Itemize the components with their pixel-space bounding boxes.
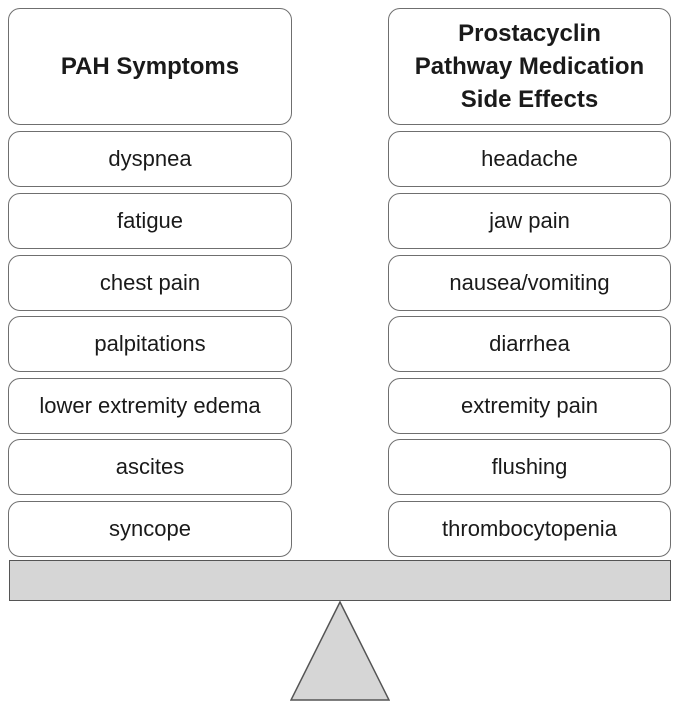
side-effects-header-line: Side Effects — [460, 86, 599, 113]
symptom-box: lower extremity edema — [8, 378, 292, 434]
side-effect-label: diarrhea — [489, 331, 570, 356]
side-effect-box: thrombocytopenia — [388, 501, 671, 557]
symptom-label: fatigue — [116, 208, 184, 233]
side-effect-label: flushing — [491, 454, 568, 479]
symptom-label: dyspnea — [108, 146, 192, 171]
side-effect-box: diarrhea — [388, 316, 671, 372]
fulcrum-shape — [290, 601, 390, 701]
side-effect-box: nausea/vomiting — [388, 255, 671, 311]
symptom-label: lower extremity edema — [39, 393, 261, 418]
side-effect-label: thrombocytopenia — [442, 516, 617, 541]
side-effect-box: extremity pain — [388, 378, 671, 434]
fulcrum-triangle — [290, 601, 390, 701]
side-effect-box: headache — [388, 131, 671, 187]
symptom-box: chest pain — [8, 255, 292, 311]
symptom-label: ascites — [115, 454, 185, 479]
symptom-box: ascites — [8, 439, 292, 495]
balance-beam — [9, 560, 671, 601]
symptom-label: chest pain — [99, 270, 201, 295]
side-effects-header: Prostacyclin Pathway Medication Side Eff… — [388, 8, 671, 125]
pah-symptoms-header-text: PAH Symptoms — [60, 53, 240, 80]
symptom-box: fatigue — [8, 193, 292, 249]
side-effect-label: headache — [481, 146, 578, 171]
side-effect-label: nausea/vomiting — [449, 270, 610, 295]
side-effect-label: jaw pain — [489, 208, 570, 233]
side-effects-header-line: Pathway Medication — [414, 53, 645, 80]
side-effect-box: flushing — [388, 439, 671, 495]
symptom-label: syncope — [109, 516, 191, 541]
symptom-label: palpitations — [94, 331, 206, 356]
symptom-box: syncope — [8, 501, 292, 557]
side-effect-label: extremity pain — [461, 393, 598, 418]
side-effect-box: jaw pain — [388, 193, 671, 249]
symptom-box: palpitations — [8, 316, 292, 372]
symptom-box: dyspnea — [8, 131, 292, 187]
pah-symptoms-header: PAH Symptoms — [8, 8, 292, 125]
side-effects-header-line: Prostacyclin — [458, 20, 601, 47]
